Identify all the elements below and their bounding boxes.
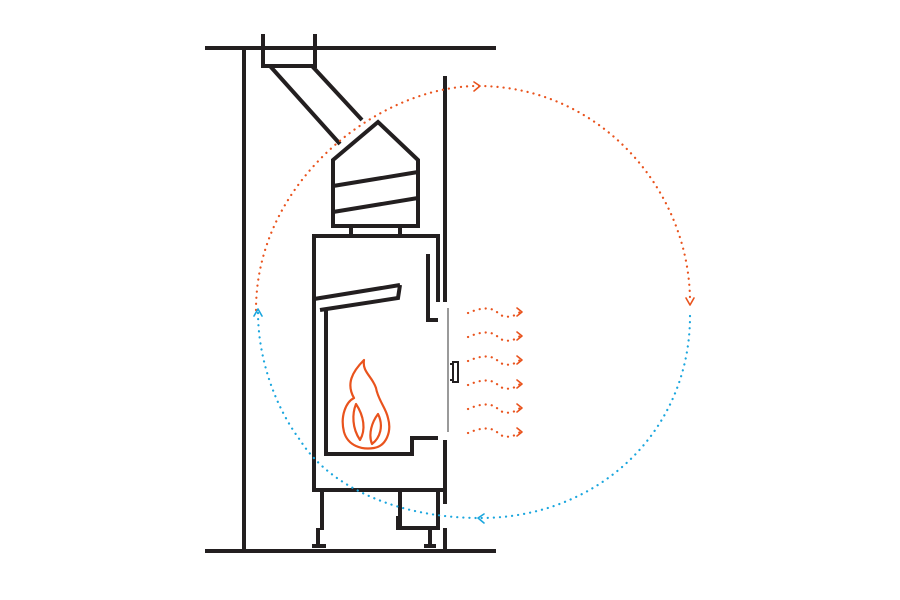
- stove-outer-shell: [312, 234, 445, 492]
- heat-wave: [466, 427, 522, 438]
- flame-outer: [341, 358, 391, 450]
- heat-wave-arrowhead: [516, 403, 523, 413]
- flue-pipe-left: [268, 64, 342, 146]
- hood-vane-upper: [332, 170, 419, 188]
- warm-loop-path: [254, 84, 692, 312]
- heat-wave: [466, 403, 522, 414]
- convection-hood: [331, 119, 420, 236]
- flue-pipe-right: [310, 64, 364, 122]
- flue-pipe: [261, 34, 364, 146]
- cool-loop-path: [256, 310, 692, 520]
- warm-air-circulation: [254, 81, 695, 312]
- heat-wave-arrowhead: [516, 427, 523, 437]
- glass-door: [447, 308, 459, 432]
- hood-outline: [331, 119, 420, 228]
- hood-vane-lower: [332, 196, 419, 214]
- cool-loop-arrow-left: [253, 308, 263, 317]
- firebox-inner-wall: [324, 310, 438, 456]
- heat-wave-arrowhead: [516, 379, 523, 389]
- heat-wave: [466, 331, 522, 342]
- heat-wave-arrowhead: [516, 331, 523, 341]
- heat-wave: [466, 307, 522, 318]
- warm-loop-arrow-right: [685, 297, 695, 306]
- heat-wave: [466, 379, 522, 390]
- cool-air-circulation: [253, 308, 692, 524]
- flame-tongue: [369, 412, 382, 446]
- flame-icon: [341, 358, 391, 450]
- door-handle-icon: [450, 361, 459, 383]
- inner-front-upper: [426, 254, 438, 322]
- flame-inner: [352, 402, 365, 442]
- baffle-plate: [313, 283, 401, 301]
- heat-wave-arrowhead: [516, 355, 523, 365]
- cool-loop-arrow-bottom: [477, 513, 485, 524]
- heat-wave: [466, 355, 522, 366]
- stove-body: [312, 234, 445, 548]
- building-structure: [205, 46, 496, 553]
- flue-collar: [261, 34, 317, 68]
- heat-wave-arrowhead: [516, 307, 523, 317]
- baffle-lip: [319, 284, 402, 312]
- air-inlet-duct: [396, 490, 440, 530]
- radiant-heat-waves: [466, 307, 523, 438]
- warm-loop-arrow-top: [473, 81, 481, 92]
